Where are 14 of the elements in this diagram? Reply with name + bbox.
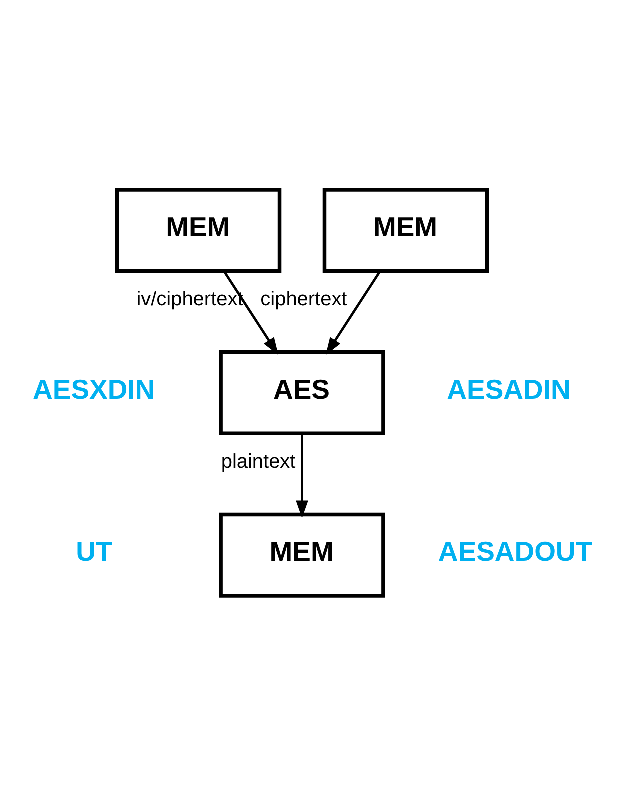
edge-label: iv/ciphertext bbox=[136, 288, 244, 311]
arrow bbox=[296, 434, 308, 518]
node-box: MEM bbox=[219, 512, 386, 598]
edge-label: plaintext bbox=[221, 450, 296, 473]
label: UT bbox=[76, 536, 113, 568]
arrow bbox=[326, 270, 382, 356]
label: AESADIN bbox=[447, 374, 571, 405]
label: AESADOUT bbox=[438, 536, 593, 568]
node-box: MEM bbox=[322, 188, 490, 274]
arrow bbox=[223, 270, 279, 356]
edge-label: ciphertext bbox=[260, 288, 348, 311]
node-box: MEM bbox=[116, 188, 282, 274]
node-box: AES bbox=[219, 350, 386, 436]
label: AESXDIN bbox=[33, 374, 156, 405]
